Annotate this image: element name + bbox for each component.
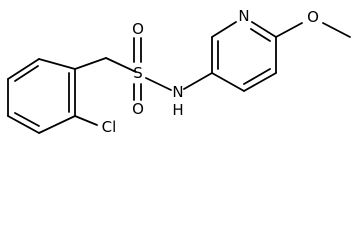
- pyridine-ring: [211, 21, 277, 92]
- bond-npy-py4: [251, 21, 277, 38]
- oxygen-bottom-label: O: [132, 100, 144, 118]
- bond-py5-py6-inner: [243, 68, 271, 85]
- amine-h-label: H: [172, 101, 183, 119]
- bond-ar6-cl: [74, 115, 98, 126]
- bond-py6-py1: [211, 72, 245, 92]
- bond-ar4-ar5: [7, 115, 40, 134]
- bond-npy-py4-inner: [250, 28, 271, 42]
- bond-py5-py6: [243, 72, 277, 92]
- bond-ch2-s: [105, 57, 137, 73]
- methoxy-o-label: O: [307, 8, 319, 26]
- molecule-structure-diagram: S O O N H N O Cl: [7, 7, 351, 136]
- pyridine-n-label: N: [238, 7, 249, 25]
- bond-o-ch3: [322, 22, 351, 38]
- bond-py2-npy: [211, 21, 237, 38]
- sulfur-label: S: [133, 64, 143, 82]
- chlorine-label: Cl: [102, 118, 117, 136]
- benzene-ring: [7, 58, 76, 134]
- amine-n-label: N: [172, 83, 183, 101]
- bond-ar2-ar3-inner: [14, 65, 39, 82]
- bond-ar2-ar3: [7, 58, 40, 80]
- bond-ar4-ar5-inner: [14, 112, 40, 127]
- bond-ar1-ar2: [38, 58, 76, 70]
- oxygen-top-label: O: [132, 20, 144, 38]
- bond-ar5-ar6: [38, 115, 76, 134]
- bond-py4-o: [275, 22, 303, 38]
- bond-n-py: [183, 72, 213, 90]
- bond-s-n: [145, 77, 172, 91]
- bond-ar1-ch2: [74, 57, 107, 70]
